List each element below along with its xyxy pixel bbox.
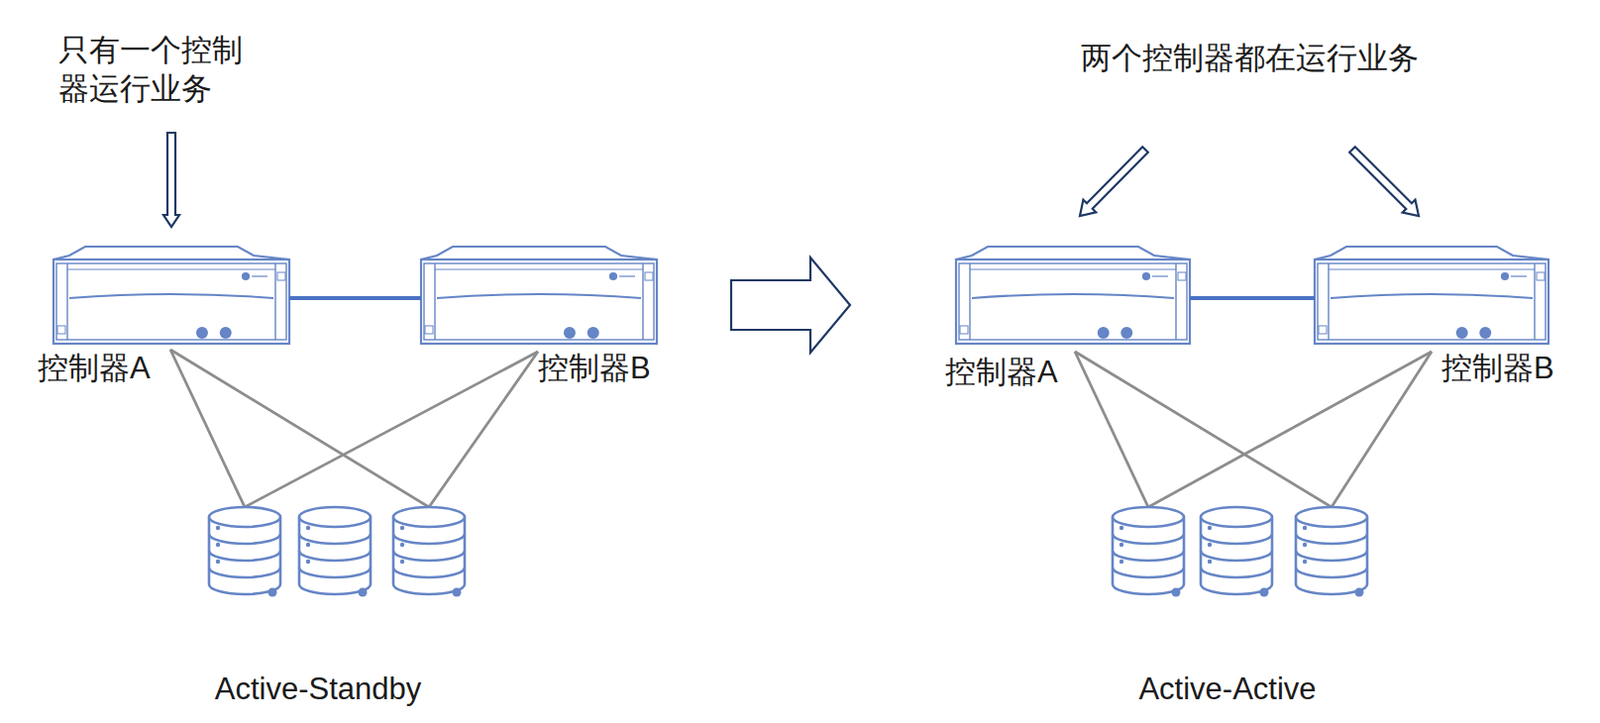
disk-icon (209, 507, 281, 598)
controller-link (1189, 296, 1315, 301)
mode-caption: Active-Active (1138, 670, 1316, 710)
data-path (1148, 351, 1432, 508)
controller-node: 控制器A (53, 246, 290, 344)
disk-icon (393, 507, 465, 598)
disk-icon (299, 507, 371, 598)
controller-node: 控制器B (421, 246, 657, 344)
controller-node: 控制器A (956, 246, 1190, 344)
mode-caption: Active-Standby (214, 670, 423, 710)
data-path (1331, 351, 1432, 508)
data-path (1074, 351, 1332, 508)
controller-chassis (1314, 246, 1549, 344)
controller-label: 控制器A (37, 349, 151, 387)
disk-icon (1295, 507, 1368, 598)
data-path (428, 351, 538, 508)
controller-link (289, 296, 422, 301)
disk-icon (1200, 507, 1273, 598)
pointer-arrow (1079, 146, 1149, 216)
controller-node: 控制器B (1314, 246, 1549, 344)
controller-label: 控制器A (945, 353, 1059, 391)
data-path (170, 349, 429, 508)
controller-label: 控制器B (537, 349, 651, 387)
pointer-arrow (1349, 146, 1419, 216)
controller-chassis (956, 246, 1190, 344)
pointer-arrow (163, 132, 180, 227)
controller-chassis (53, 246, 290, 344)
controller-chassis (421, 246, 657, 344)
mode-caption: 两个控制器都在运行业务 (1080, 39, 1419, 79)
controller-label: 控制器B (1441, 349, 1555, 387)
pointer-arrow (731, 257, 851, 353)
disk-icon (1112, 507, 1184, 598)
callout-note: 只有一个控制器运行业务 (58, 31, 271, 109)
data-path (244, 351, 538, 508)
